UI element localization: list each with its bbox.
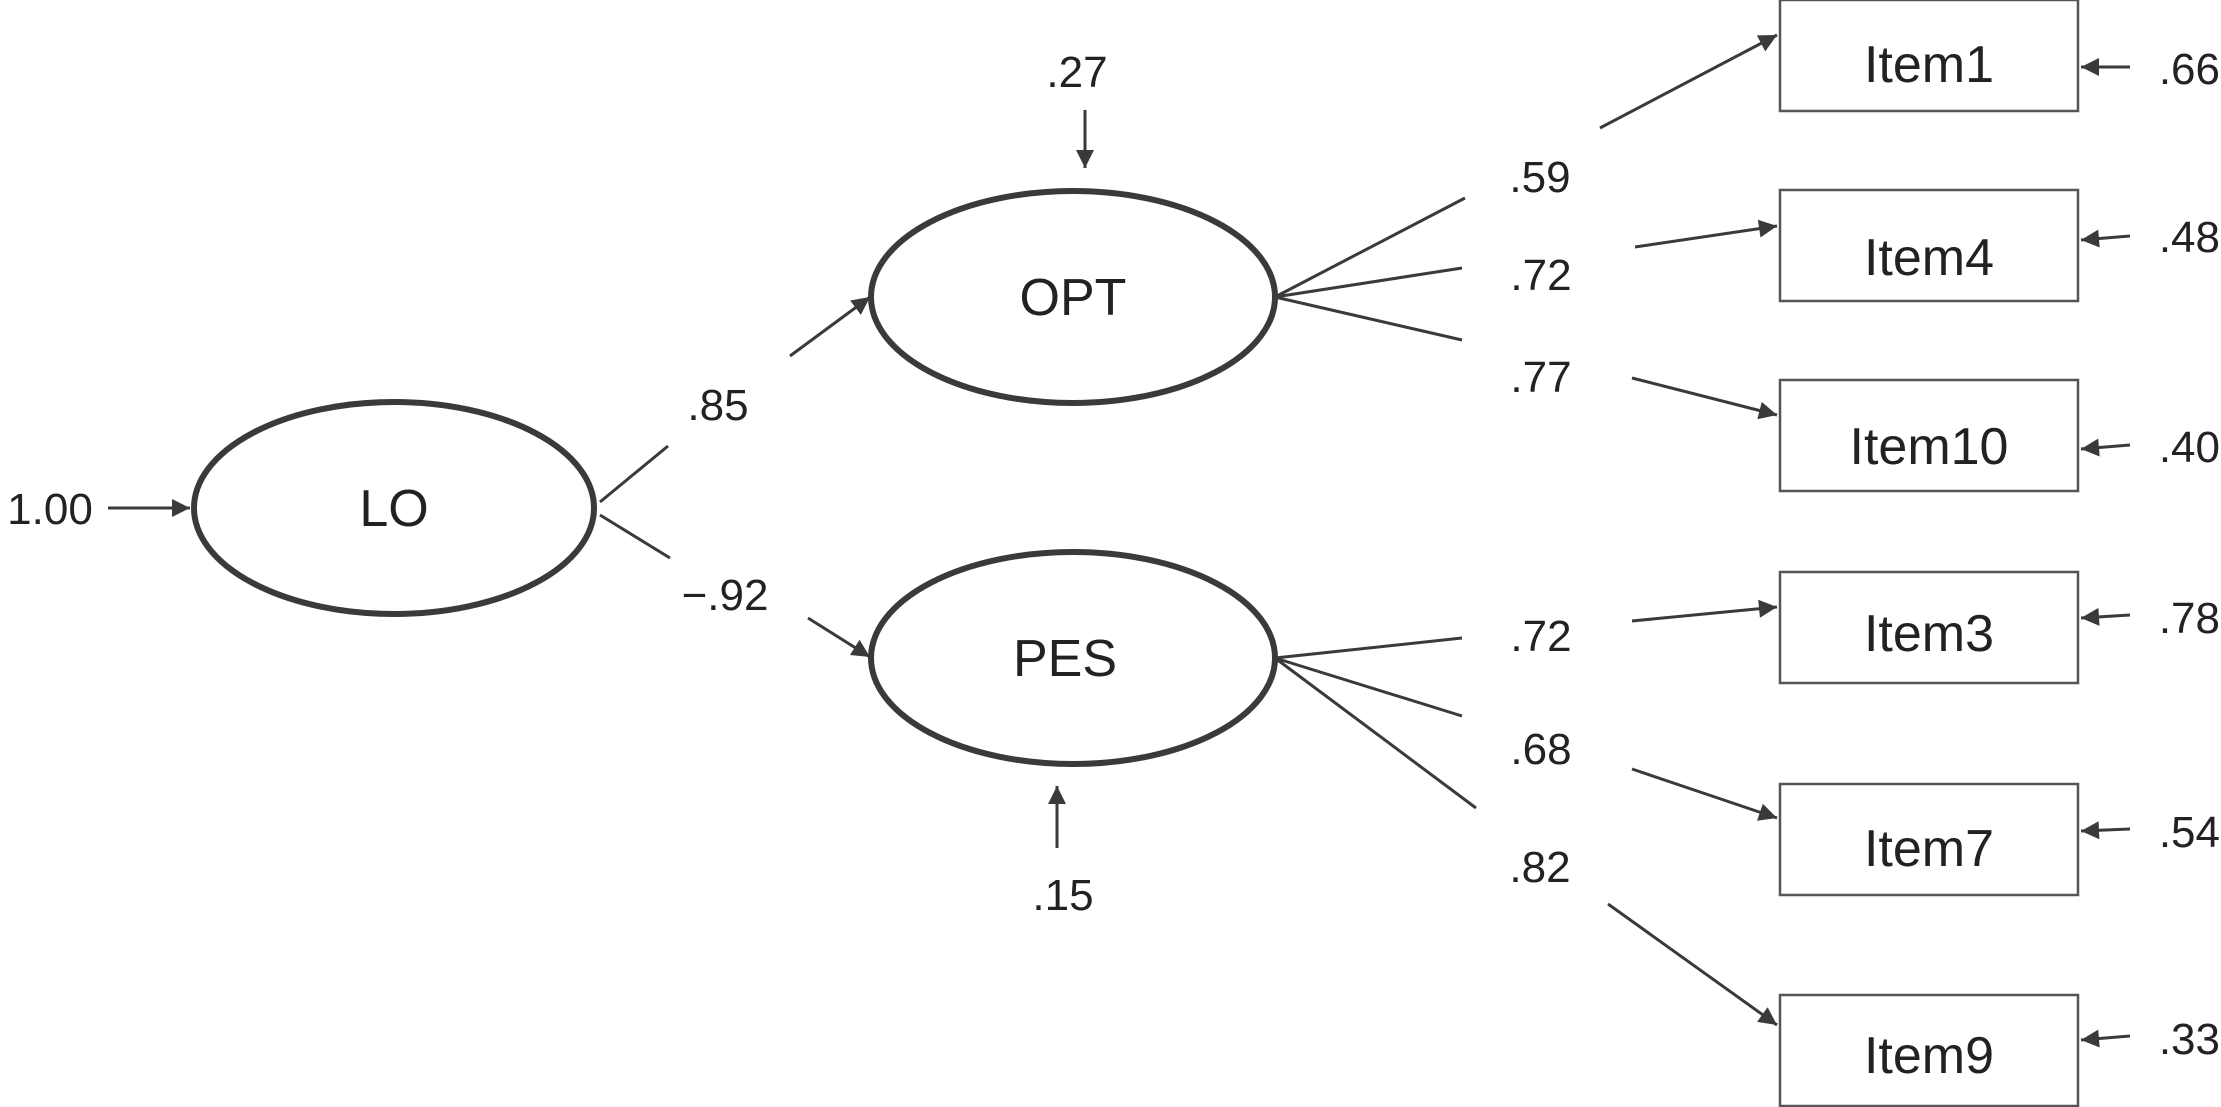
lo-to-opt-segment-start (599, 444, 669, 504)
item10-label: Item10 (1850, 418, 2009, 476)
opt-item1-segment-start (1274, 196, 1466, 299)
lo-to-pes-coefficient: −.92 (682, 571, 769, 620)
pes-item3-segment-start (1274, 636, 1463, 660)
item1-error-value: .66 (2159, 45, 2220, 94)
pes-item3-loading: .72 (1510, 612, 1571, 661)
opt-item10-arrow (1631, 376, 1778, 420)
opt-item4-segment-start (1274, 266, 1463, 299)
item3-box (1778, 570, 2080, 685)
item3-error-arrow (2080, 607, 2131, 626)
item3-label: Item3 (1864, 605, 1994, 663)
item10-error-value: .40 (2159, 423, 2220, 472)
item9-box (1778, 993, 2080, 1107)
item9-label: Item9 (1864, 1027, 1994, 1085)
pes-item9-arrow (1607, 902, 1778, 1027)
item4-label: Item4 (1864, 229, 1994, 287)
pes-item9-loading: .82 (1509, 843, 1570, 892)
item3-error-value: .78 (2159, 594, 2220, 643)
pes-item7-segment-start (1274, 656, 1463, 718)
item1-label: Item1 (1864, 36, 1994, 94)
item7-label: Item7 (1864, 820, 1994, 878)
lo-label: LO (359, 480, 428, 538)
pes-disturbance-value: .15 (1032, 871, 1093, 920)
item9-error-arrow (2080, 1029, 2131, 1048)
opt-disturbance-value: .27 (1046, 48, 1107, 97)
opt-item10-segment-start (1274, 295, 1463, 342)
item1-box (1778, 0, 2080, 113)
item9-error-value: .33 (2159, 1015, 2220, 1064)
pes-item9-segment-start (1274, 656, 1477, 810)
pes-item3-arrow (1631, 599, 1778, 623)
lo-to-opt-coefficient: .85 (687, 381, 748, 430)
item7-error-arrow (2080, 821, 2131, 840)
pes-item7-arrow (1631, 767, 1778, 821)
item4-error-value: .48 (2159, 213, 2220, 262)
opt-item1-loading: .59 (1509, 153, 1570, 202)
pes-item7-loading: .68 (1510, 725, 1571, 774)
lo-to-pes-arrow (807, 616, 871, 659)
item7-error-value: .54 (2159, 808, 2220, 857)
item4-box (1778, 188, 2080, 303)
lo-to-pes-segment-start (599, 513, 671, 560)
lo-variance-value: 1.00 (7, 485, 93, 534)
opt-label: OPT (1020, 269, 1127, 327)
item7-box (1778, 782, 2080, 897)
pes-label: PES (1013, 630, 1117, 688)
item10-error-arrow (2080, 438, 2131, 457)
item10-box (1778, 378, 2080, 493)
opt-item1-arrow (1599, 33, 1778, 130)
opt-item10-loading: .77 (1510, 353, 1571, 402)
lo-ellipse (191, 399, 597, 617)
opt-item4-arrow (1634, 219, 1778, 249)
item4-error-arrow (2080, 229, 2131, 248)
opt-item4-loading: .72 (1510, 251, 1571, 300)
lo-to-opt-arrow (789, 295, 871, 358)
